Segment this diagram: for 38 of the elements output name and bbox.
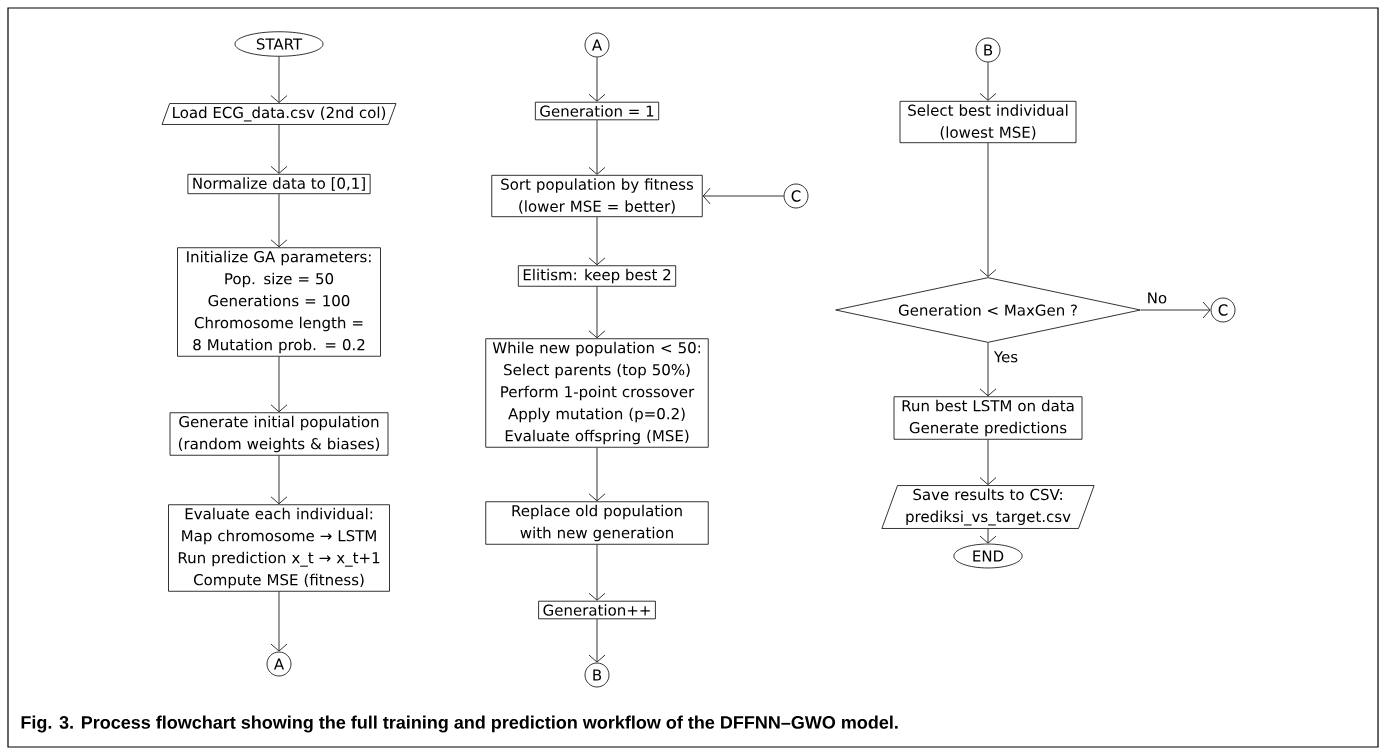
process-box: Select best individual (lowest MSE) [899, 100, 1077, 144]
process-box: Generation = 1 [534, 101, 660, 121]
io-parallelogram: Load ECG_data.csv (2nd col) [161, 103, 397, 125]
terminal-oval: END [953, 543, 1023, 569]
arrow [1140, 301, 1211, 319]
arrow [588, 216, 606, 266]
process-box: Elitism: keep best 2 [517, 265, 677, 287]
arrow [270, 591, 288, 652]
process-box: Evaluate each individual: Map chromosome → LSTM Run prediction x_t → x_t+1 Compute MSE (fitness) [168, 504, 390, 592]
process-box: Normalize data to [0,1] [187, 173, 371, 195]
arrow [979, 439, 997, 485]
arrow [270, 356, 288, 413]
edge-label: No [1148, 292, 1167, 304]
arrow [588, 447, 606, 502]
arrow [588, 618, 606, 663]
terminal-oval: START [234, 31, 324, 57]
arrow [270, 56, 288, 103]
arrow [588, 286, 606, 339]
io-parallelogram: Save results to CSV: prediksi_vs_target.csv [881, 485, 1095, 529]
process-box: Run best LSTM on data Generate predictions [893, 396, 1083, 440]
process-box: Generation++ [538, 600, 656, 620]
arrow [588, 544, 606, 601]
process-box: Initialize GA parameters: Pop. size = 50 Generations = 100 Chromosome length = 8 Mutation prob. = 0.2 [177, 247, 381, 357]
arrow [979, 342, 997, 397]
process-box: Generate initial population (random weights & biases) [169, 412, 389, 456]
arrow [588, 119, 606, 175]
arrow [588, 57, 606, 102]
process-box: Sort population by fitness (lower MSE = better) [491, 174, 703, 218]
edge-label: Yes [993, 351, 1018, 363]
process-box: Replace old population with new generation [485, 501, 709, 545]
arrow [270, 455, 288, 505]
arrow [270, 193, 288, 248]
arrow [979, 142, 997, 277]
process-box: While new population < 50: Select parents (top 50%) Perform 1-point crossover Apply mutation (p=0.2) Evaluate offspring (MSE) [485, 338, 709, 448]
arrow [702, 187, 784, 205]
caption: Fig. 3. Process flowchart showing the full training and prediction workflow of the DFFNN–GWO model. [21, 715, 898, 733]
arrow [979, 62, 997, 101]
arrow [270, 124, 288, 174]
